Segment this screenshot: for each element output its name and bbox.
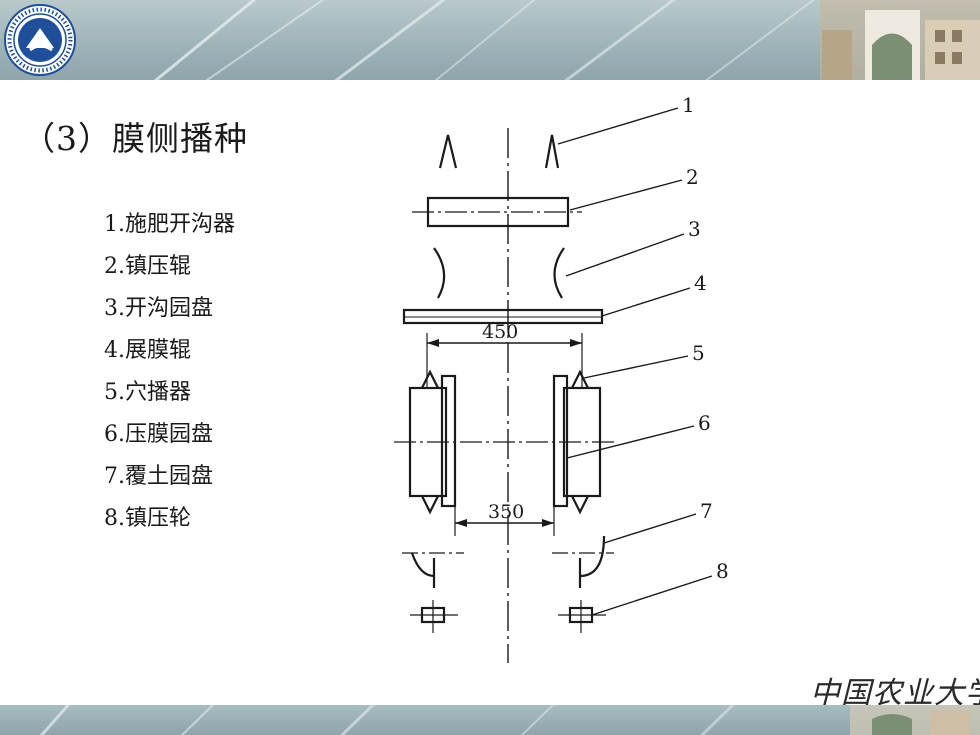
leader-lines [557,107,713,616]
covering-disk-right [552,535,614,588]
part-label-8: 8 [716,559,729,583]
covering-disk-left [402,552,464,588]
part-label-7: 7 [700,499,713,523]
part-label-3: 3 [688,217,701,241]
header-band-decoration [153,0,980,80]
slide-title: （3）膜侧播种 [22,119,248,158]
college-logo [4,4,76,76]
press-wheel-right [558,600,606,633]
legend-item: 6.压膜园盘 [104,422,213,447]
seeder-diagram: 1 2 3 4 5 6 7 8 450 350 [394,93,729,663]
dimension-label-350: 350 [488,501,524,523]
legend-item: 4.展膜辊 [104,338,191,363]
furrow-disk-right [553,247,565,299]
legend-item: 3.开沟园盘 [104,296,213,321]
press-wheel-left [410,600,458,633]
furrow-opener-left [438,134,458,169]
part-label-5: 5 [692,341,705,365]
header-band [0,0,980,80]
furrow-opener-right [544,134,560,169]
furrow-disk-left [433,247,446,299]
legend-item: 7.覆土园盘 [104,464,213,489]
legend-item: 2.镇压辊 [104,254,191,279]
part-label-1: 1 [682,93,695,117]
part-label-4: 4 [694,271,707,295]
legend-item: 5.穴播器 [104,380,191,405]
part-label-6: 6 [698,411,711,435]
campus-gate-illustration [820,0,980,80]
parts-legend: 1.施肥开沟器 2.镇压辊 3.开沟园盘 4.展膜辊 5.穴播器 6.压膜园盘 … [104,204,235,540]
dimension-label-450: 450 [482,321,518,343]
footer-band-decoration [39,705,980,735]
legend-item: 8.镇压轮 [104,506,191,531]
part-label-2: 2 [686,165,699,189]
legend-item: 1.施肥开沟器 [104,212,235,237]
footer-band [0,705,980,735]
